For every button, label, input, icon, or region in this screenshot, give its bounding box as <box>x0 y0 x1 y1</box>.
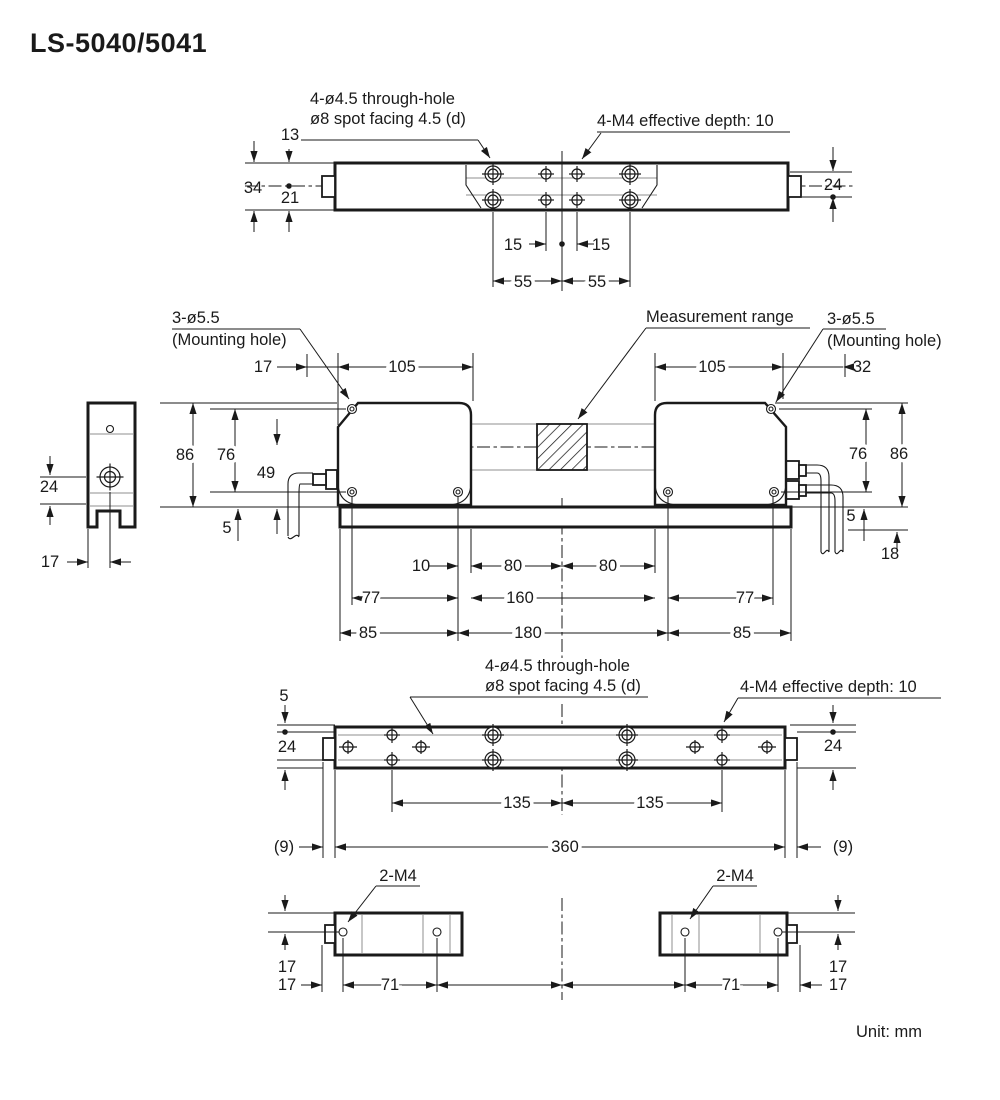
dim-85-left: 85 <box>359 624 377 642</box>
dim-18: 18 <box>881 545 899 563</box>
mounting-hole <box>452 486 464 498</box>
front-view: 3-ø5.5 (Mounting hole) Measurement range… <box>160 308 942 658</box>
label-mount-right-1: 3-ø5.5 <box>827 310 875 328</box>
dim-17-ul-top: 17 <box>278 958 296 976</box>
dim-76-left: 76 <box>217 446 235 464</box>
dim-15-left: 15 <box>504 236 522 254</box>
dim-76-right: 76 <box>849 445 867 463</box>
dim-71-right: 71 <box>722 976 740 994</box>
dim-9-left: (9) <box>274 838 294 856</box>
block-right <box>658 911 789 957</box>
dim-180: 180 <box>514 624 542 642</box>
dim-24: 24 <box>824 176 842 194</box>
dim-15-right: 15 <box>592 236 610 254</box>
mounting-rail <box>338 505 793 529</box>
dim-24-side: 24 <box>40 478 58 496</box>
dim-17: 17 <box>254 358 272 376</box>
dim-135-left: 135 <box>503 794 531 812</box>
top-view: 4-ø4.5 through-hole ø8 spot facing 4.5 (… <box>244 90 856 295</box>
dim-17-ur-bottom: 17 <box>829 976 847 994</box>
dim-5-left: 5 <box>222 519 231 537</box>
dim-5-right: 5 <box>846 507 855 525</box>
mounting-hole <box>662 486 674 498</box>
dim-17-side: 17 <box>41 553 59 571</box>
label-m4-depth-b: 4-M4 effective depth: 10 <box>740 678 917 696</box>
dim-135-right: 135 <box>636 794 664 812</box>
dim-13: 13 <box>281 126 299 144</box>
dim-105-left: 105 <box>388 358 416 376</box>
label-m4-depth: 4-M4 effective depth: 10 <box>597 112 774 130</box>
dim-34: 34 <box>244 179 262 197</box>
rail-bottom <box>333 725 787 770</box>
dim-24-b-right: 24 <box>824 737 842 755</box>
side-view: 24 17 <box>40 401 137 571</box>
dim-24-b-left: 24 <box>278 738 296 756</box>
dim-55-right: 55 <box>588 273 606 291</box>
dim-86-right: 86 <box>890 445 908 463</box>
dim-9-right: (9) <box>833 838 853 856</box>
dim-49: 49 <box>257 464 275 482</box>
dim-86-left: 86 <box>176 446 194 464</box>
bottom-view: 4-ø4.5 through-hole ø8 spot facing 4.5 (… <box>274 657 941 860</box>
dim-360: 360 <box>551 838 579 856</box>
dim-5-b: 5 <box>279 687 288 705</box>
mounting-hole <box>765 403 777 415</box>
sensor-head-left <box>336 401 473 507</box>
label-through-hole-line2: ø8 spot facing 4.5 (d) <box>310 110 466 128</box>
dim-17-ur-top: 17 <box>829 958 847 976</box>
dim-80-left: 80 <box>504 557 522 575</box>
page-title: LS-5040/5041 <box>30 28 207 58</box>
underside-view: 2-M4 2-M4 17 17 71 17 17 71 <box>268 867 855 1000</box>
dim-85-right: 85 <box>733 624 751 642</box>
label-through-hole-b2: ø8 spot facing 4.5 (d) <box>485 677 641 695</box>
label-through-hole-line1: 4-ø4.5 through-hole <box>310 90 455 108</box>
dim-55-left: 55 <box>514 273 532 291</box>
dim-71-left: 71 <box>381 976 399 994</box>
label-measurement-range: Measurement range <box>646 308 794 326</box>
dim-21: 21 <box>281 189 299 207</box>
dim-17-ul-bottom: 17 <box>278 976 296 994</box>
dim-77-right: 77 <box>736 589 754 607</box>
block-left <box>333 911 464 957</box>
label-through-hole-b1: 4-ø4.5 through-hole <box>485 657 630 675</box>
unit-note: Unit: mm <box>856 1023 922 1041</box>
dim-105-right: 105 <box>698 358 726 376</box>
mounting-hole <box>768 486 780 498</box>
sensor-head-right <box>653 401 788 507</box>
mounting-hole <box>346 403 358 415</box>
dim-160: 160 <box>506 589 534 607</box>
dim-77-left: 77 <box>362 589 380 607</box>
measurement-range-area <box>536 423 588 471</box>
label-mount-right-2: (Mounting hole) <box>827 332 942 350</box>
label-2m4-right: 2-M4 <box>716 867 754 885</box>
label-2m4-left: 2-M4 <box>379 867 417 885</box>
dim-32: 32 <box>853 358 871 376</box>
mounting-hole <box>346 486 358 498</box>
label-mount-left-2: (Mounting hole) <box>172 331 287 349</box>
dim-80-right: 80 <box>599 557 617 575</box>
dim-10: 10 <box>412 557 430 575</box>
label-mount-left-1: 3-ø5.5 <box>172 309 220 327</box>
